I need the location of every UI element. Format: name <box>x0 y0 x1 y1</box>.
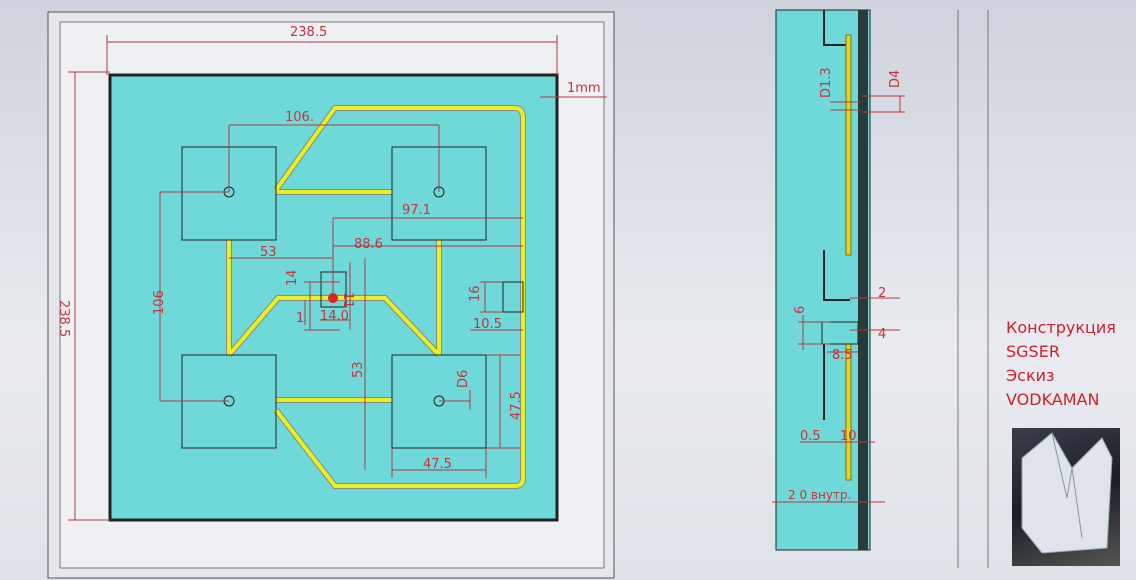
dim-1: 1 <box>296 311 304 326</box>
note-sgser: SGSER <box>1006 342 1060 361</box>
dim-overall-height: 238.5 <box>56 300 71 337</box>
dim-8-5: 8.5 <box>832 348 853 363</box>
title-notes: Конструкция SGSER Эскиз VODKAMAN <box>1006 316 1116 412</box>
dim-overall-width: 238.5 <box>290 25 327 40</box>
dim-0-5: 0.5 <box>800 429 821 444</box>
dim-14-0: 14.0 <box>320 309 349 324</box>
dim-10: 10 <box>840 429 857 444</box>
wire-network <box>226 105 526 489</box>
dim-97: 97.1 <box>402 203 431 218</box>
front-dimension-labels: 238.5 238.5 1mm 106. 97.1 53 88.6 106 14… <box>56 25 601 472</box>
dim-spacing-top: 106. <box>285 110 314 125</box>
dim-11: 11 <box>340 292 355 309</box>
dim-10-5: 10.5 <box>473 317 502 332</box>
dim-d1-3: D1.3 <box>819 67 834 98</box>
dimension-lines <box>68 35 607 521</box>
dim-2: 2 <box>878 286 886 301</box>
side-view <box>772 9 989 568</box>
dim-d6: D6 <box>456 370 471 388</box>
preview-thumbnail <box>1012 428 1120 566</box>
dim-d4: D4 <box>888 70 903 88</box>
dim-6: 6 <box>793 306 808 314</box>
dim-47-5-h: 47.5 <box>423 457 452 472</box>
note-author: VODKAMAN <box>1006 390 1100 409</box>
side-dimension-labels: D1.3 D4 2 6 4 8.5 0.5 10 2 0 внутр. <box>788 67 903 502</box>
dim-88: 88.6 <box>354 237 383 252</box>
dim-14: 14 <box>285 269 300 286</box>
dim-20-inner: 2 0 внутр. <box>788 488 851 502</box>
dim-16: 16 <box>468 285 483 302</box>
dim-106-v: 106 <box>152 290 167 315</box>
dim-53-v: 53 <box>351 361 366 378</box>
note-construction: Конструкция <box>1006 318 1116 337</box>
dim-53-h: 53 <box>260 245 277 260</box>
dim-gap: 1mm <box>567 81 601 96</box>
dim-47-5-v: 47.5 <box>509 391 524 420</box>
dim-4: 4 <box>878 327 886 342</box>
note-sketch: Эскиз <box>1006 366 1055 385</box>
